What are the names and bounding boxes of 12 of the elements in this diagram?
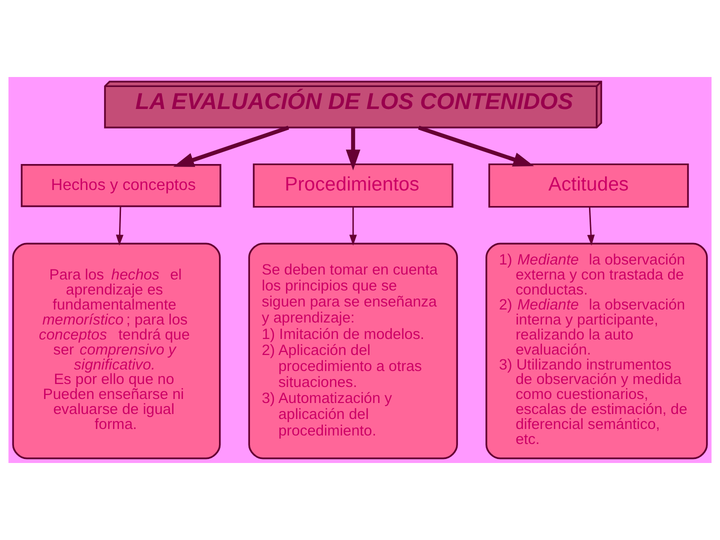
node-box: Para los hechos el aprendizaje es fundamentalmente memorístico; para los conceptos tendrá que ser comprensivo y significativo. Es por ello que no Pueden enseñarse ni evaluarse de igual forma. [12,242,221,460]
arrow [173,126,290,167]
node-box: Se deben tomar en cuenta los principios que se siguen para se enseñanza y aprendizaje: 1) Imitación de modelos. 2) Aplicación del procedimiento a otras situaciones. 3) Automatización y aplicación del procedimiento. [248,242,458,460]
arrow [116,206,124,246]
node-box: Actitudes [488,163,689,208]
node-box: Procedimientos [252,163,454,208]
node-box: Hechos y conceptos [20,164,222,208]
arrow [587,207,595,246]
arrow [346,128,360,170]
arrow [349,207,357,246]
node-box: 1) Mediante la observación externa y con trastada de conductas. 2) Mediante la observación interna y participante, realizando la auto evaluación. 3) Utilizando instrumentos de observación y medida como cuestionarios, escalas de estimación, de diferencial semántico, etc. [486,242,708,460]
arrow [418,126,534,166]
